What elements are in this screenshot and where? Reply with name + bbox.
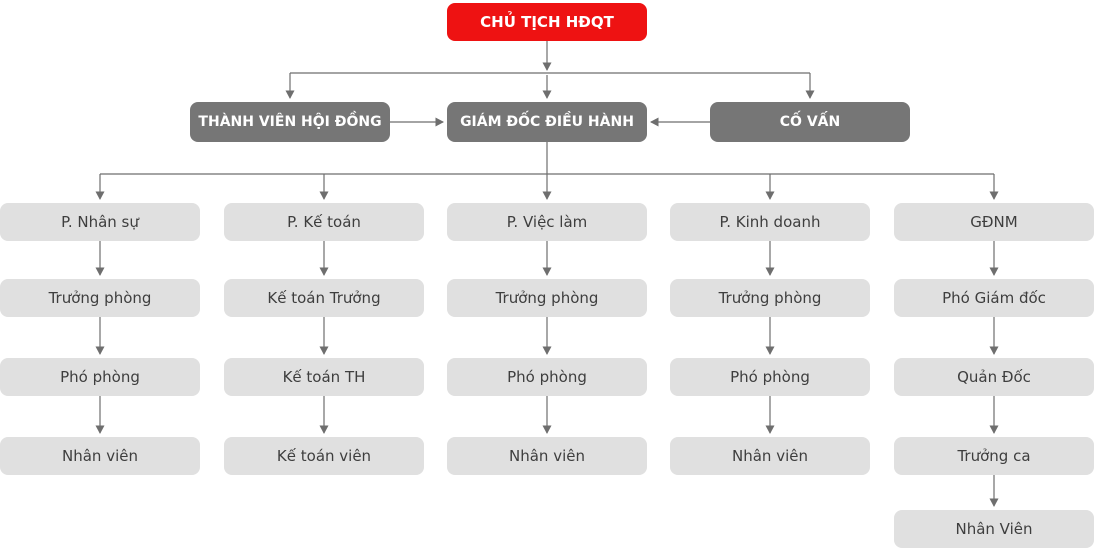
node-col5-row1: Phó Giám đốc xyxy=(894,279,1094,317)
node-dept-viec-lam: P. Việc làm xyxy=(447,203,647,241)
node-col1-row1: Trưởng phòng xyxy=(0,279,200,317)
node-col4-row2: Phó phòng xyxy=(670,358,870,396)
node-col2-row1: Kế toán Trưởng xyxy=(224,279,424,317)
node-col3-row1: Trưởng phòng xyxy=(447,279,647,317)
node-dept-ke-toan: P. Kế toán xyxy=(224,203,424,241)
node-col4-row3: Nhân viên xyxy=(670,437,870,475)
node-col2-row3: Kế toán viên xyxy=(224,437,424,475)
node-col1-row3: Nhân viên xyxy=(0,437,200,475)
node-chairman: CHỦ TỊCH HĐQT xyxy=(447,3,647,41)
node-dept-kinh-doanh: P. Kinh doanh xyxy=(670,203,870,241)
node-dept-nhan-su: P. Nhân sự xyxy=(0,203,200,241)
node-col3-row2: Phó phòng xyxy=(447,358,647,396)
node-col5-row2: Quản Đốc xyxy=(894,358,1094,396)
node-col5-row3: Trưởng ca xyxy=(894,437,1094,475)
node-col1-row2: Phó phòng xyxy=(0,358,200,396)
node-col3-row3: Nhân viên xyxy=(447,437,647,475)
node-col4-row1: Trưởng phòng xyxy=(670,279,870,317)
node-col5-row4: Nhân Viên xyxy=(894,510,1094,548)
node-dept-gdnm: GĐNM xyxy=(894,203,1094,241)
node-ceo: GIÁM ĐỐC ĐIỀU HÀNH xyxy=(447,102,647,142)
node-advisor: CỐ VẤN xyxy=(710,102,910,142)
node-board-member: THÀNH VIÊN HỘI ĐỒNG xyxy=(190,102,390,142)
node-col2-row2: Kế toán TH xyxy=(224,358,424,396)
